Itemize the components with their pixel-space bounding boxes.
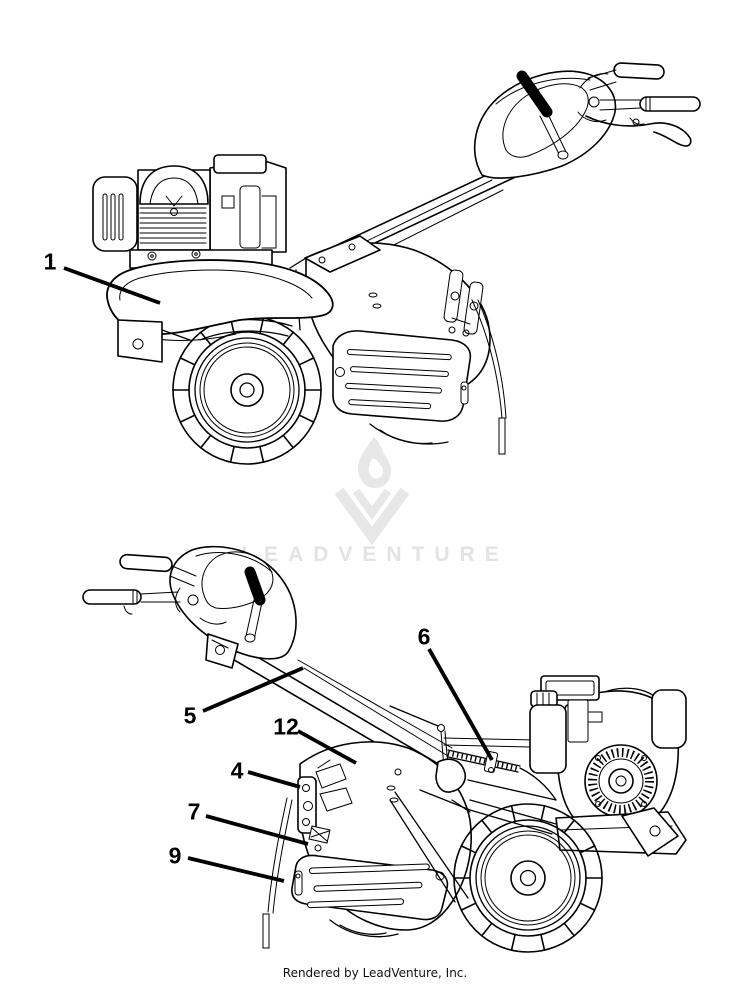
footer-credit: Rendered by LeadVenture, Inc. (282, 966, 468, 980)
handlebar-console-upper (473, 62, 701, 179)
leader-4 (247, 770, 301, 789)
tine-shield-lower (291, 854, 449, 938)
tiller-view-upper (63, 62, 701, 465)
throttle-cable (447, 750, 520, 772)
callout-9: 9 (168, 842, 182, 869)
frame-bracket-upper (117, 319, 191, 363)
watermark-text: LEADVENTURE (241, 543, 509, 566)
cable-and-deck (389, 705, 557, 811)
tine-shield-upper (332, 330, 472, 445)
handle-grip-left-lower (82, 589, 142, 605)
engine-upper (92, 154, 287, 285)
tiller-view-lower (82, 545, 687, 953)
leader-6 (427, 648, 494, 761)
depth-stake-lower (262, 797, 293, 949)
leader-1 (63, 266, 161, 305)
wheel-lower (453, 803, 603, 953)
handle-grip-left-upper (639, 96, 701, 112)
callout-1: 1 (43, 248, 57, 275)
callout-12: 12 (273, 713, 299, 740)
clutch-bail-upper (585, 115, 692, 147)
leader-5 (202, 666, 304, 713)
callout-6: 6 (417, 623, 431, 650)
wheel-upper (172, 315, 322, 465)
shift-lever-grip-lower (244, 566, 266, 606)
callout-5: 5 (183, 702, 197, 729)
leader-9 (187, 856, 285, 883)
handle-grip-right-upper (613, 62, 665, 80)
handle-grip-right-lower (119, 553, 173, 573)
tine-assembly (297, 759, 353, 852)
callout-7: 7 (187, 798, 201, 825)
handlebar-console-lower (82, 545, 297, 669)
leader-12 (297, 729, 357, 765)
shift-lever-grip (516, 70, 553, 118)
engine-lower (469, 675, 687, 857)
depth-stake-upper (443, 269, 507, 455)
shield-arm-lower (389, 791, 469, 903)
callout-4: 4 (230, 757, 244, 784)
leader-7 (205, 814, 309, 846)
